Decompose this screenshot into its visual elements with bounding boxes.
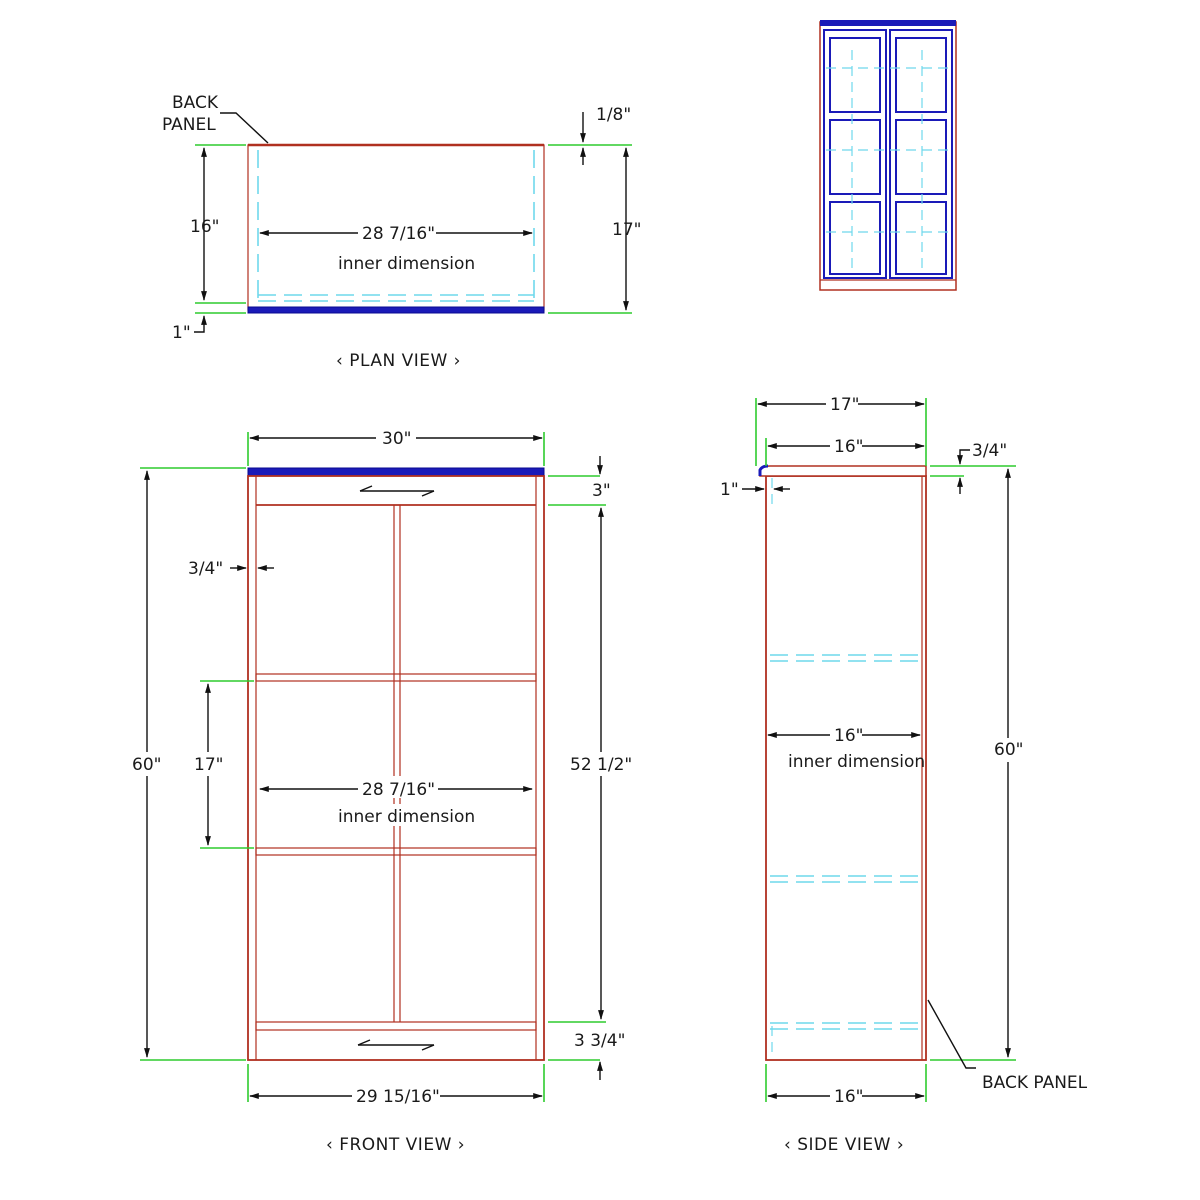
plan-back-label-2: PANEL (162, 115, 216, 135)
thumb-door-left (823, 29, 887, 279)
side-dim-17: 17" (830, 395, 859, 415)
front-grain-bot-r (421, 1044, 435, 1051)
thumb-panel-l1 (829, 37, 881, 113)
front-shelf-1 (255, 673, 537, 682)
front-inner-text-bg (336, 804, 464, 826)
front-bottom-shelf (255, 1021, 537, 1031)
thumb-panel-r3 (895, 201, 947, 275)
thumb-panel-l2 (829, 119, 881, 195)
front-grain-top-l (359, 485, 373, 492)
cabinet-elevation-thumbnail (819, 20, 957, 291)
side-dim-16-top: 16" (834, 437, 863, 457)
front-dim-inner: 28 7/16" (362, 780, 435, 800)
front-view: 30" 3" 3/4" 60" 17" 28 7/16" inner dimen… (128, 429, 634, 1155)
thumb-door-right (889, 29, 953, 279)
side-dim-16-bottom: 16" (834, 1087, 863, 1107)
front-dim-3-3-4: 3 3/4" (574, 1031, 625, 1051)
front-dim-3: 3" (592, 481, 611, 501)
side-view-caption: ‹ SIDE VIEW › (784, 1135, 904, 1155)
front-dim-52: 52 1/2" (570, 755, 632, 775)
thumb-top (820, 20, 956, 26)
plan-dim-17: 17" (612, 220, 641, 240)
front-dim-52-bg (568, 752, 634, 776)
plan-dim-1-leader (194, 315, 207, 333)
side-inner-text: inner dimension (788, 752, 925, 772)
side-view: 17" 16" 3/4" 1" 60" 16" inner dimension … (720, 395, 1088, 1155)
side-dim-1: 1" (720, 480, 739, 500)
plan-inner-text: inner dimension (338, 254, 475, 274)
thumb-panel-r1 (895, 37, 947, 113)
front-grain-top-r (421, 490, 435, 497)
front-dim-3-4: 3/4" (188, 559, 223, 579)
side-dim-3-4-leader (957, 449, 970, 465)
front-inner-text: inner dimension (338, 807, 475, 827)
front-dim-inner-bg (358, 776, 438, 798)
front-dim-17: 17" (194, 755, 223, 775)
side-countertop (759, 465, 927, 477)
front-dim-17-bg (192, 752, 224, 776)
side-dim-60: 60" (994, 740, 1023, 760)
thumb-panel-r2 (895, 119, 947, 195)
plan-countertop (247, 306, 545, 314)
plan-dim-inner: 28 7/16" (362, 224, 435, 244)
side-back-leader (927, 999, 976, 1069)
plan-view: 16" 1" 17" 1/8" 28 7/16" inner dimension… (162, 93, 641, 371)
plan-view-caption: ‹ PLAN VIEW › (336, 351, 461, 371)
front-carcass (247, 475, 545, 1061)
front-countertop (247, 467, 545, 477)
front-dim-60: 60" (132, 755, 161, 775)
side-dim-3-4: 3/4" (972, 441, 1007, 461)
side-back-panel-label: BACK PANEL (982, 1073, 1088, 1093)
side-countertop-edge (758, 464, 769, 476)
plan-back-leader (220, 112, 269, 144)
front-grain-bot-l (357, 1039, 371, 1046)
side-dim-inner: 16" (834, 726, 863, 746)
front-view-caption: ‹ FRONT VIEW › (326, 1135, 465, 1155)
front-dim-60-bg (128, 752, 164, 776)
front-shelf-2 (255, 847, 537, 856)
front-dim-30: 30" (382, 429, 411, 449)
front-dim-bottom: 29 15/16" (356, 1087, 440, 1107)
plan-back-label-1: BACK (172, 93, 219, 113)
plan-dim-1: 1" (172, 323, 191, 343)
thumb-panel-l3 (829, 201, 881, 275)
plan-dim-16: 16" (190, 217, 219, 237)
thumb-carcass (819, 21, 957, 291)
plan-dim-eighth: 1/8" (596, 105, 631, 125)
side-dim-60-bg (992, 738, 1026, 762)
